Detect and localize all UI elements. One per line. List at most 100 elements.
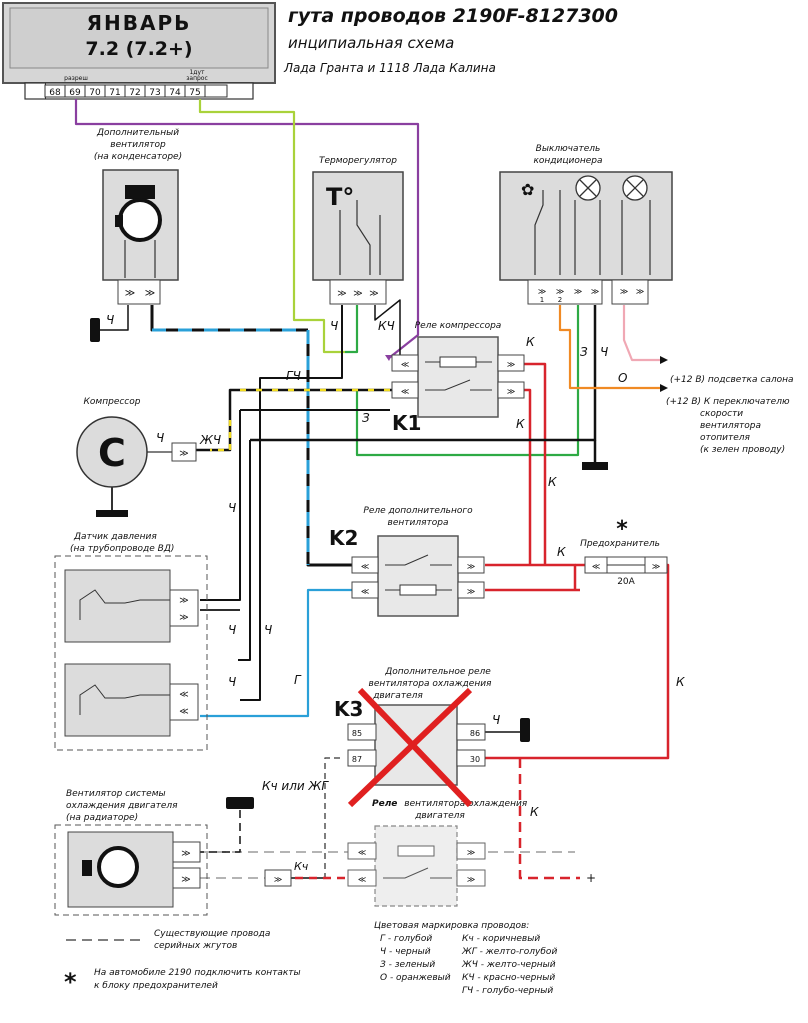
fuse-pin: ≫ (652, 562, 660, 571)
k3-pin-87: 87 (352, 755, 362, 764)
ac-pin-1: ≫ (538, 287, 546, 296)
engine-fan-label-1: Вентилятор системы (66, 789, 166, 799)
k1-pin: ≫ (507, 360, 515, 369)
pressure-sensor-component: Датчик давления (на трубопроводе ВД) ≫ ≫… (54, 532, 208, 751)
ac-pin-2: ≫ (556, 287, 564, 296)
relay-k2: Реле дополнительного вентилятора ≪ ≪ ≫ ≫… (329, 506, 485, 617)
wire-labels: Ч Ч КЧ К К З Ч О ГЧ З Ч ЖЧ К Ч К Ч Ч Ч Г… (106, 313, 685, 885)
ecu-label-left: разреш (64, 75, 88, 82)
legend-color-item: Ч - черный (380, 947, 431, 957)
ecu-pin-69: 69 (69, 88, 81, 98)
relay-compressor-label: Реле компрессора (415, 321, 502, 331)
fan-relay-label-1: Реле (372, 799, 397, 809)
ecu-pin-72: 72 (129, 88, 140, 98)
fuse-component: * Предохранитель ≪ ≫ 20A (580, 517, 668, 587)
add-fan-label-1: Дополнительный (96, 128, 179, 138)
thermoreg-label: Терморегулятор (319, 156, 397, 166)
wire-label-ch: Ч (492, 713, 500, 727)
legend-color-item: З - зеленый (380, 960, 435, 970)
add-fan-pin-1: ≫ (125, 288, 135, 299)
legend-star-note-1: На автомобиле 2190 подключить контакты (94, 968, 301, 978)
sensor-pin: ≪ (179, 690, 188, 700)
wire-label-ch: Ч (600, 345, 608, 359)
wire-label-k: К (530, 805, 539, 819)
k1-pin: ≫ (507, 387, 515, 396)
wire-label-o: О (618, 371, 627, 385)
fuse-label: Предохранитель (580, 539, 660, 549)
gear-icon: ✿ (521, 180, 534, 199)
ground-symbol (90, 318, 100, 342)
fan-relay-label-3: двигателя (414, 811, 465, 821)
ecu-pin-75: 75 (189, 88, 200, 98)
ac-switch-label-2: кондиционера (533, 156, 602, 166)
ac-pin-4: ≫ (591, 287, 599, 296)
fuse-pin: ≪ (592, 562, 600, 571)
k3-pin-30: 30 (470, 755, 480, 764)
legend-color-item: Кч - коричневый (462, 934, 540, 944)
compressor-pin: ≫ (179, 449, 188, 459)
fan-relay-pin: ≪ (358, 875, 366, 884)
relay-add-fan-label-2: вентилятора (388, 518, 449, 528)
legend-color-item: ЖГ - желто-голубой (461, 947, 557, 957)
engine-fan-pin: ≫ (181, 875, 190, 885)
ecu-pin-74: 74 (169, 88, 181, 98)
fan-relay: Реле вентилятора охлаждения двигателя ≪ … (347, 799, 528, 907)
wire-label-z: З (362, 411, 370, 425)
wire-label-ch: Ч (228, 501, 236, 515)
add-fan-pin-2: ≫ (145, 288, 155, 299)
legend-color-item: ГЧ - голубо-черный (462, 986, 553, 996)
ecu-pin-71: 71 (109, 88, 120, 98)
wire-label-g: Г (294, 673, 302, 687)
k3-pin-86: 86 (470, 729, 480, 738)
k2-pin: ≫ (467, 562, 475, 571)
legend-color-item: ЖЧ - желто-черный (461, 960, 556, 970)
note-heater-5: (к зелен проводу) (700, 445, 785, 455)
wire-label-kch: КЧ (378, 319, 395, 333)
crossed-out-icon (347, 687, 473, 808)
title-sub: инципиальная схема (288, 34, 454, 52)
thermoreg-pin-1: ≫ (337, 289, 346, 299)
ac-pin-label-1: 1 (540, 296, 544, 304)
ecu-version: 7.2 (7.2+) (85, 38, 192, 60)
compressor-label: Компрессор (84, 397, 141, 407)
add-relay-label-2: вентилятора охлаждения (369, 679, 493, 689)
ac-pin-6: ≫ (636, 287, 644, 296)
thermoregulator-component: Терморегулятор T° ≫ ≫ ≫ (312, 156, 404, 305)
engine-fan-label-2: охлаждения двигателя (66, 801, 178, 811)
legend-color-item: Г - голубой (380, 934, 432, 944)
ac-pin-label-2: 2 (558, 296, 562, 304)
legend-color-item: КЧ - красно-черный (462, 973, 555, 983)
k1-pin: ≪ (401, 387, 409, 396)
fan-relay-pin: ≪ (358, 848, 366, 857)
wire-label-ch: Ч (330, 319, 338, 333)
title-cars: Лада Гранта и 1118 Лада Калина (283, 61, 496, 75)
add-fan-label-3: (на конденсаторе) (94, 152, 182, 162)
fuse-asterisk: * (616, 517, 628, 542)
legend-existing-1: Существующие провода (154, 929, 270, 939)
wire-label-ch: Ч (228, 623, 236, 637)
thermometer-icon: T° (326, 183, 354, 211)
connector-pin: ≫ (274, 875, 282, 884)
engine-fan-pin: ≫ (181, 849, 190, 859)
wire-label-ch: Ч (156, 431, 164, 445)
k2-pin: ≪ (361, 562, 369, 571)
legend-star: * (64, 968, 77, 996)
thermoreg-pin-2: ≫ (353, 289, 362, 299)
ac-switch-label-1: Выключатель (536, 144, 601, 154)
relay-k1-label: K1 (392, 411, 421, 435)
relay-add-fan-label-1: Реле дополнительного (363, 506, 473, 516)
note-heater-2: скорости (700, 409, 743, 419)
wire-label-ch: Ч (264, 623, 272, 637)
add-relay-label-3: двигателя (372, 691, 423, 701)
ecu-label-right-top: 1дут (189, 69, 205, 76)
add-relay-label-1: Дополнительное реле (384, 667, 491, 677)
wire-label-gch: ГЧ (286, 369, 301, 383)
sensor-pin: ≫ (179, 596, 188, 606)
ecu-pin-73: 73 (149, 88, 160, 98)
wire-label-k: К (676, 675, 685, 689)
ground-symbol (226, 797, 254, 809)
fan-relay-pin: ≫ (467, 875, 475, 884)
relay-k1: Реле компрессора ≪ ≪ ≫ ≫ K1 (391, 321, 525, 435)
